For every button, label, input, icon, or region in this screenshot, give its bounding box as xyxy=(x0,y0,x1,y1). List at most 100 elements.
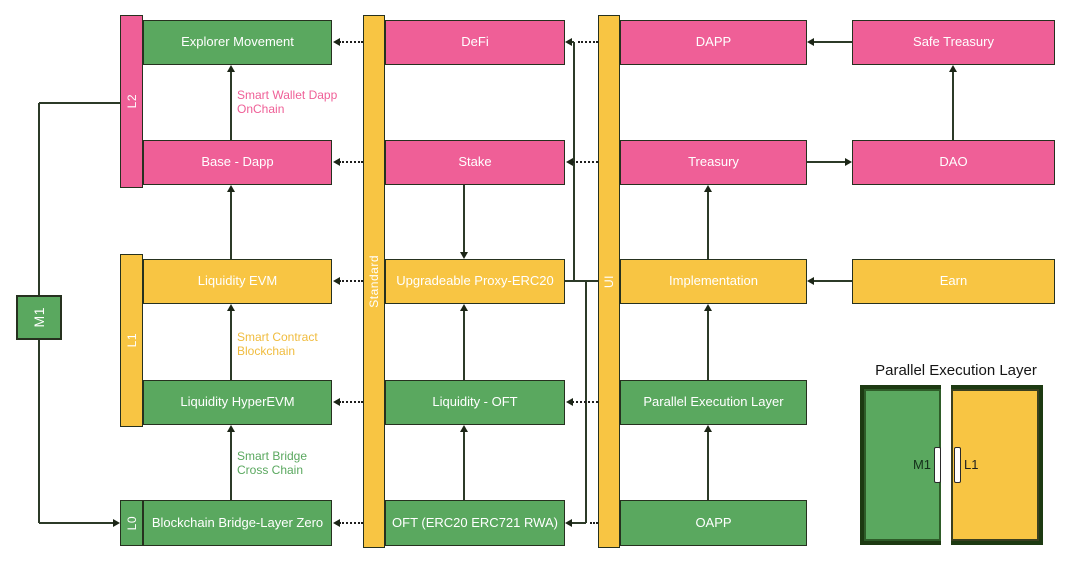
edge-ui-to-stake-arrowhead xyxy=(566,157,573,166)
node-liquidity-evm: Liquidity EVM xyxy=(143,259,332,304)
edge-standard-to-explorer-movement-arrowhead xyxy=(333,37,340,46)
legend-box: M1 L1 xyxy=(860,385,1043,545)
edge-stake-to-proxy-arrowhead xyxy=(459,252,468,259)
edge-implementation-to-treasury xyxy=(707,191,709,259)
node-safe-treasury: Safe Treasury xyxy=(852,20,1055,65)
edge-implementation-to-treasury-arrowhead xyxy=(703,185,712,192)
edge-treasury-to-dao xyxy=(807,161,846,163)
edge-m1-to-l0-horizontal xyxy=(39,522,114,524)
bar-label-standard: Standard xyxy=(367,255,381,308)
edge-oft-to-liquidity-oft-arrowhead xyxy=(459,425,468,432)
edge-ui-to-liquidity-oft-arrowhead xyxy=(566,397,573,406)
node-label-liquidity-oft: Liquidity - OFT xyxy=(432,394,518,410)
edge-treasury-to-dao-arrowhead xyxy=(845,157,852,166)
edge-standard-to-bridge xyxy=(339,522,363,524)
edge-proxy-to-oft-arrow xyxy=(571,522,586,524)
node-label-explorer-movement: Explorer Movement xyxy=(181,34,294,50)
node-label-dao: DAO xyxy=(939,154,968,170)
edge-safe-treasury-to-dapp xyxy=(813,41,852,43)
edge-stake-to-proxy xyxy=(463,185,465,253)
edge-pel-to-implementation-arrowhead xyxy=(703,304,712,311)
node-label-implementation: Implementation xyxy=(669,273,758,289)
edge-liquidity-evm-to-base-dapp xyxy=(230,191,232,259)
node-oft-erc20-erc721-rwa: OFT (ERC20 ERC721 RWA) xyxy=(385,500,565,546)
node-label-parallel-execution-layer: Parallel Execution Layer xyxy=(643,394,784,410)
node-dao: DAO xyxy=(852,140,1055,185)
edge-base-dapp-to-explorer-movement-arrowhead xyxy=(226,65,235,72)
node-label-blockchain-bridge-layer-zero: Blockchain Bridge-Layer Zero xyxy=(151,514,324,530)
m1-divider-handle-icon xyxy=(934,447,941,483)
legend-divider-gap xyxy=(941,385,951,545)
bar-label-l2: L2 xyxy=(124,94,139,109)
edge-standard-to-base-dapp xyxy=(339,161,363,163)
node-stake: Stake xyxy=(385,140,565,185)
node-oapp: OAPP xyxy=(620,500,807,546)
bar-label-ui: UI xyxy=(602,275,616,288)
node-label-earn: Earn xyxy=(939,273,968,289)
node-explorer-movement: Explorer Movement xyxy=(143,20,332,65)
node-implementation: Implementation xyxy=(620,259,807,304)
edge-m1-to-l2-vertical xyxy=(38,103,40,295)
edge-liquidity-oft-to-proxy-arrowhead xyxy=(459,304,468,311)
bar-l0: L0 xyxy=(120,500,143,546)
edge-oapp-to-pel-arrowhead xyxy=(703,425,712,432)
node-label-upgradeable-proxy-erc20: Upgradeable Proxy-ERC20 xyxy=(396,273,554,289)
edge-ui-to-liquidity-oft xyxy=(572,401,598,403)
node-base-dapp: Base - Dapp xyxy=(143,140,332,185)
edge-dao-to-safe-treasury xyxy=(952,71,954,140)
annotation-smart-contract-blockchain-line-1: Smart Contract xyxy=(237,330,318,344)
bar-ui: UI xyxy=(598,15,620,548)
edge-dao-to-safe-treasury-arrowhead xyxy=(948,65,957,72)
edge-proxy-to-defi-arrow-arrowhead xyxy=(565,37,572,46)
edge-liquidity-oft-to-proxy xyxy=(463,310,465,380)
node-label-oft-erc20-erc721-rwa: OFT (ERC20 ERC721 RWA) xyxy=(392,514,558,530)
edge-standard-to-base-dapp-arrowhead xyxy=(333,157,340,166)
legend-panel-m1 xyxy=(864,389,941,541)
edge-standard-to-liquidity-evm-arrowhead xyxy=(333,276,340,285)
node-label-oapp: OAPP xyxy=(695,514,732,530)
legend-label-m1: M1 xyxy=(912,457,931,472)
edge-m1-to-l2-horizontal xyxy=(39,102,120,104)
edge-earn-to-implementation-arrowhead xyxy=(807,276,814,285)
node-label-defi: DeFi xyxy=(461,34,489,50)
edge-m1-to-l0-vertical xyxy=(38,340,40,523)
edge-standard-to-explorer-movement xyxy=(339,41,363,43)
legend-title: Parallel Execution Layer xyxy=(875,362,1037,379)
edge-standard-to-liquidity-evm xyxy=(339,280,363,282)
bar-l2: L2 xyxy=(120,15,143,188)
l1-divider-handle-icon xyxy=(954,447,961,483)
node-blockchain-bridge-layer-zero: Blockchain Bridge-Layer Zero xyxy=(143,500,332,546)
edge-hyperevm-to-liquidity-evm-arrowhead xyxy=(226,304,235,311)
annotation-smart-contract-blockchain-line-2: Blockchain xyxy=(237,344,296,359)
edge-standard-to-hyperevm xyxy=(339,401,363,403)
edge-ui-to-defi-stub xyxy=(578,41,598,43)
node-label-base-dapp: Base - Dapp xyxy=(201,154,274,170)
annotation-smart-bridge-cross-chain-line-2: Cross Chain xyxy=(237,463,304,478)
node-treasury: Treasury xyxy=(620,140,807,185)
annotation-smart-wallet-dapp-onchain-line-1: Smart Wallet Dapp xyxy=(237,88,338,102)
node-label-liquidity-hyperevm: Liquidity HyperEVM xyxy=(180,394,295,410)
edge-ui-to-stake xyxy=(572,161,598,163)
node-label-stake: Stake xyxy=(458,154,492,170)
node-liquidity-oft: Liquidity - OFT xyxy=(385,380,565,425)
node-upgradeable-proxy-erc20: Upgradeable Proxy-ERC20 xyxy=(385,259,565,304)
node-label-liquidity-evm: Liquidity EVM xyxy=(197,273,278,289)
node-label-dapp: DAPP xyxy=(695,34,732,50)
edge-standard-to-bridge-arrowhead xyxy=(333,518,340,527)
node-liquidity-hyperevm: Liquidity HyperEVM xyxy=(143,380,332,425)
edge-bridge-to-hyperevm xyxy=(230,431,232,500)
edge-ui-to-oft-stub xyxy=(590,522,598,524)
edge-m1-to-l0-horizontal-arrowhead xyxy=(113,518,120,527)
legend-label-l1: L1 xyxy=(964,457,979,472)
bar-standard: Standard xyxy=(363,15,385,548)
node-parallel-execution-layer: Parallel Execution Layer xyxy=(620,380,807,425)
edge-bridge-to-hyperevm-arrowhead xyxy=(226,425,235,432)
bar-label-l0: L0 xyxy=(124,515,139,531)
bar-l1: L1 xyxy=(120,254,143,427)
node-label-safe-treasury: Safe Treasury xyxy=(913,34,994,50)
edge-pel-to-implementation xyxy=(707,310,709,380)
node-defi: DeFi xyxy=(385,20,565,65)
